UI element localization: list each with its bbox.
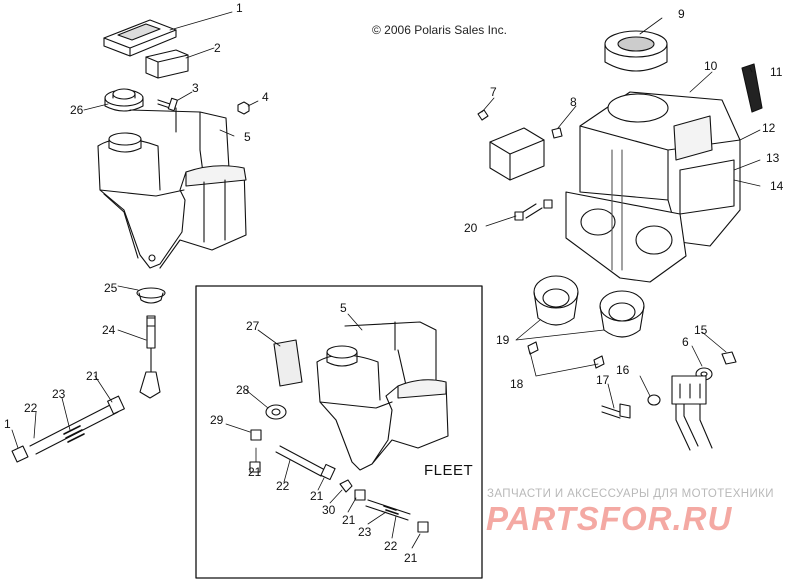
callout-24: 24	[102, 323, 116, 337]
callout-1-b: 1	[4, 417, 11, 431]
part-27-decal	[273, 339, 303, 387]
part-18-clamps	[527, 341, 605, 369]
wiring-harness	[671, 375, 713, 451]
callout-28: 28	[236, 383, 250, 397]
callout-25: 25	[104, 281, 118, 295]
callout-12: 12	[762, 121, 776, 135]
part-22-23-hose-left	[11, 395, 125, 463]
callout-labels: 1 2 3 4 5 26 25 24 21 23 22 1 27 5 28 29…	[4, 1, 784, 565]
callout-22-c: 22	[384, 539, 398, 553]
leader-lines	[11, 11, 761, 549]
callout-15: 15	[694, 323, 708, 337]
callout-18: 18	[510, 377, 524, 391]
callout-26: 26	[70, 103, 84, 117]
part-1-lid-cover	[103, 19, 177, 57]
callout-9: 9	[678, 7, 685, 21]
callout-14: 14	[770, 179, 784, 193]
part-9-ring	[604, 30, 668, 72]
callout-1: 1	[236, 1, 243, 15]
callout-21-a: 21	[86, 369, 100, 383]
callout-4: 4	[262, 90, 269, 104]
fleet-fittings	[249, 429, 429, 533]
callout-5: 5	[244, 130, 251, 144]
airbox-housing	[565, 91, 741, 283]
callout-21-d: 21	[342, 513, 356, 527]
callout-22-a: 22	[24, 401, 38, 415]
part-19-boots	[533, 275, 645, 338]
part-6-15-16-17-hardware	[601, 351, 737, 419]
callout-8: 8	[570, 95, 577, 109]
part-7-8-module	[477, 109, 563, 181]
part-26-cap	[104, 88, 144, 112]
callout-20: 20	[464, 221, 478, 235]
callout-7: 7	[490, 85, 497, 99]
callout-10: 10	[704, 59, 718, 73]
callout-17: 17	[596, 373, 610, 387]
callout-11: 11	[770, 65, 783, 79]
watermark-logo: PARTSFOR.RU	[486, 500, 733, 537]
callout-2: 2	[214, 41, 221, 55]
fleet-inset-box	[195, 285, 483, 579]
fleet-label: FLEET	[424, 462, 474, 479]
callout-30: 30	[322, 503, 336, 517]
callout-5-b: 5	[340, 301, 347, 315]
callout-21-e: 21	[404, 551, 418, 565]
part-11-latch	[741, 63, 763, 113]
callout-16: 16	[616, 363, 630, 377]
callout-3: 3	[192, 81, 199, 95]
part-25-grommet	[136, 287, 166, 304]
callout-21-b: 21	[248, 465, 262, 479]
copyright-notice: © 2006 Polaris Sales Inc.	[372, 23, 507, 37]
part-2-block	[145, 49, 189, 79]
callout-19: 19	[496, 333, 510, 347]
reservoir-fleet	[316, 321, 449, 471]
part-4-nut	[237, 101, 250, 115]
part-28-washer	[265, 404, 287, 420]
callout-6: 6	[682, 335, 689, 349]
callout-22-b: 22	[276, 479, 290, 493]
part-20-screws	[514, 199, 553, 221]
callout-27: 27	[246, 319, 260, 333]
callout-29: 29	[210, 413, 224, 427]
reservoir-main	[97, 107, 247, 269]
callout-23-b: 23	[358, 525, 372, 539]
part-24-sensor	[139, 315, 161, 399]
watermark-tagline: ЗАПЧАСТИ И АКСЕССУАРЫ ДЛЯ МОТОТЕХНИКИ	[487, 488, 774, 500]
part-3-screw	[157, 97, 178, 112]
callout-21-c: 21	[310, 489, 324, 503]
callout-23-a: 23	[52, 387, 66, 401]
callout-13: 13	[766, 151, 780, 165]
